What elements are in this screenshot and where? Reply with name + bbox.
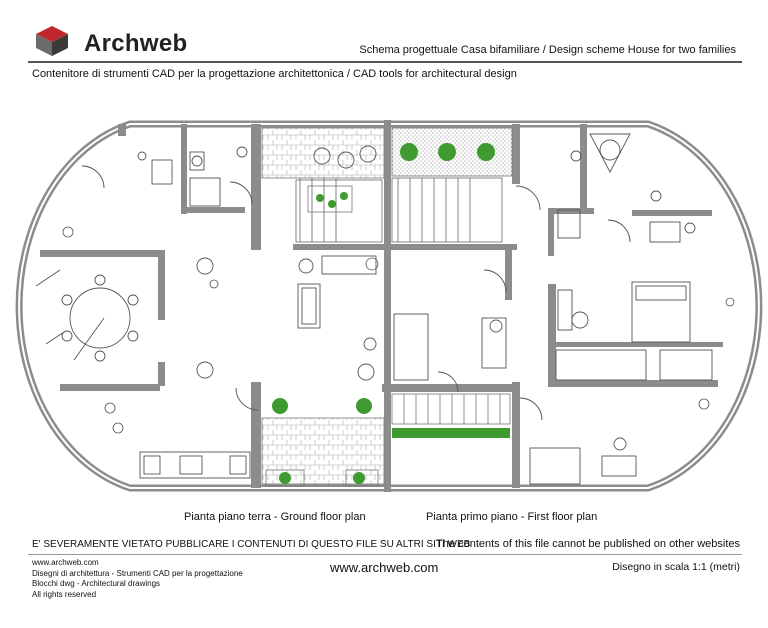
footer-line: Disegni di architettura - Strumenti CAD … — [32, 568, 243, 578]
first-floor-caption: Pianta primo piano - First floor plan — [426, 511, 598, 523]
footer-line: All rights reserved — [32, 589, 97, 599]
ground-floor-plan — [15, 120, 388, 492]
brand-name: Archweb — [84, 30, 188, 57]
notice-italian: E' SEVERAMENTE VIETATO PUBBLICARE I CONT… — [32, 539, 471, 550]
footer-divider — [28, 554, 742, 555]
ground-floor-caption: Pianta piano terra - Ground floor plan — [184, 511, 366, 523]
header-subtitle: Contenitore di strumenti CAD per la prog… — [32, 68, 517, 80]
notice-english: The contents of this file cannot be publ… — [436, 538, 740, 550]
header-title: Schema progettuale Casa bifamiliare / De… — [359, 44, 736, 56]
footer-credits: www.archweb.com Disegni di architettura … — [32, 558, 243, 600]
footer-url-link[interactable]: www.archweb.com — [330, 560, 439, 575]
header-divider — [28, 61, 742, 63]
drawing-scale: Disegno in scala 1:1 (metri) — [612, 561, 740, 573]
footer-line: www.archweb.com — [32, 558, 99, 567]
footer-line: Blocchi dwg - Architectural drawings — [32, 579, 161, 588]
first-floor-plan — [388, 120, 763, 492]
archweb-logo-icon — [36, 26, 68, 56]
